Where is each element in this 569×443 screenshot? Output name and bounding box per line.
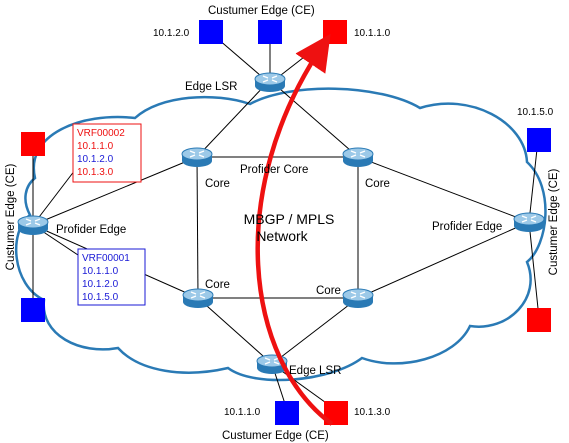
vrf-blue-name: VRF00001	[82, 253, 130, 264]
pe-right-label: Profider Edge	[432, 221, 502, 233]
pe-left-router-icon	[17, 215, 49, 236]
ce-top-1-icon	[199, 20, 223, 44]
network-title-line1: MBGP / MPLS	[244, 211, 335, 227]
ce-left-label: Custumer Edge (CE)	[5, 163, 17, 270]
ce-top-label: Custumer Edge (CE)	[208, 5, 315, 17]
core-bl-label: Core	[205, 279, 230, 291]
ce-bottom-label: Custumer Edge (CE)	[222, 430, 329, 442]
vrf-blue-route-1: 10.1.1.0	[82, 266, 119, 277]
ce-left-bottom-icon	[21, 298, 45, 322]
ce-top-1-net: 10.1.2.0	[153, 28, 190, 39]
core-tr-router-icon	[342, 147, 374, 168]
edge-lsr-top-label: Edge LSR	[185, 81, 237, 93]
core-bl-router-icon	[182, 288, 214, 309]
vrf-blue-route-2: 10.1.2.0	[82, 279, 119, 290]
vrf-red-route-3: 10.1.3.0	[77, 167, 114, 178]
profider-core-label: Profider Core	[240, 164, 308, 176]
vrf-red-route-2: 10.1.2.0	[77, 154, 114, 165]
ce-right-top-net: 10.1.5.0	[517, 107, 554, 118]
ce-bottom-1-icon	[275, 401, 299, 425]
core-br-router-icon	[342, 288, 374, 309]
core-tr-label: Core	[365, 178, 390, 190]
lsp-path-arrow-icon	[255, 33, 334, 426]
vrf-table-red: VRF00002 10.1.1.0 10.1.2.0 10.1.3.0	[72, 123, 142, 183]
edge-lsr-bottom-label: Edge LSR	[289, 365, 341, 377]
ce-left-top-icon	[21, 132, 45, 156]
pe-right-router-icon	[513, 212, 545, 233]
ce-right-label: Custumer Edge (CE)	[548, 168, 560, 275]
ce-bottom-2-net: 10.1.3.0	[354, 407, 391, 418]
ce-top-2-icon	[258, 20, 282, 44]
core-br-label: Core	[316, 285, 341, 297]
network-cloud	[15, 87, 547, 382]
core-tl-router-icon	[181, 147, 213, 168]
vrf-table-blue: VRF00001 10.1.1.0 10.1.2.0 10.1.5.0	[77, 248, 146, 306]
ce-right-bottom-icon	[527, 308, 551, 332]
ce-top-3-net: 10.1.1.0	[354, 28, 391, 39]
ce-top-3-icon	[323, 20, 347, 44]
core-tl-label: Core	[205, 178, 230, 190]
ce-right-top-icon	[527, 128, 551, 152]
edge-lsr-top-router-icon	[254, 72, 286, 93]
network-title-line2: Network	[256, 228, 308, 244]
vrf-red-name: VRF00002	[77, 128, 125, 139]
pe-left-label: Profider Edge	[56, 224, 126, 236]
vrf-red-route-1: 10.1.1.0	[77, 141, 114, 152]
vrf-blue-route-3: 10.1.5.0	[82, 292, 119, 303]
ce-bottom-1-net: 10.1.1.0	[224, 407, 261, 418]
